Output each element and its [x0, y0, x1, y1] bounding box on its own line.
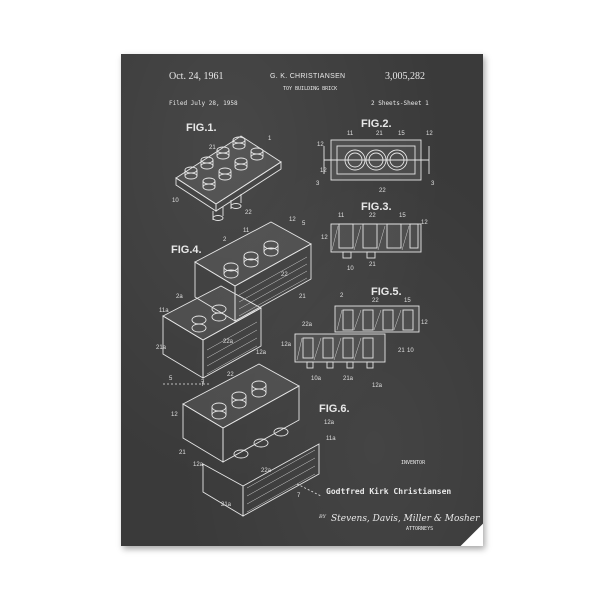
fig2-callout: 3: [316, 181, 320, 187]
patent-sheet-count: 2 Sheets-Sheet 1: [371, 100, 429, 107]
fig4-callout: 21: [299, 294, 306, 300]
fig3-callout: 22: [369, 213, 376, 219]
fig6-callout: 7: [201, 382, 205, 388]
patent-poster: Oct. 24, 1961 G. K. CHRISTIANSEN 3,005,2…: [121, 54, 483, 546]
fig4-callout: 11: [243, 228, 250, 234]
fig5-callout: 2: [340, 293, 344, 299]
fig5-callout: 12a: [372, 383, 383, 389]
fig2-callout: 21: [376, 131, 383, 137]
fig6-callout: 11a: [326, 436, 336, 442]
fig4-lower-brick: [162, 285, 262, 385]
fig6-callout: 21: [179, 450, 186, 456]
fig6-callout: 22: [227, 372, 234, 378]
fig2-callout: 22: [379, 188, 386, 194]
fig3-brick-section: [330, 223, 422, 259]
fig6-callout: 12: [171, 412, 178, 418]
fig3-callout: 15: [399, 213, 406, 219]
fig1-callout: 21: [209, 145, 216, 151]
patent-inventor-header: G. K. CHRISTIANSEN: [270, 73, 346, 80]
fig2-callout: 12: [426, 131, 433, 137]
fig2-callout: 12: [317, 142, 324, 148]
fig4-upper-brick: [194, 221, 312, 322]
fig4-callout: 2a: [176, 294, 183, 300]
fig5-callout: 21: [398, 348, 405, 354]
fig1-brick-plate: [175, 135, 282, 221]
fig6-callout: 12a: [324, 420, 335, 426]
fig2-callout: 3: [431, 181, 435, 187]
fig3-callout: 12: [321, 235, 328, 241]
fig1-label: FIG.1.: [186, 122, 217, 134]
fig2-callout: 11: [347, 131, 354, 137]
fig4-callout: 7: [201, 380, 205, 386]
fig6-lower-brick: [202, 427, 322, 517]
fig2-brick-plan: [323, 139, 430, 181]
fig4-callout: 2: [223, 237, 227, 243]
fig5-callout: 10: [407, 348, 414, 354]
patent-date: Oct. 24, 1961: [169, 71, 224, 82]
fig4-callout: 22a: [223, 339, 234, 345]
patent-drawing: FIG.1.: [156, 118, 435, 517]
fig1-callout: 1: [268, 136, 272, 142]
by-label: BY: [319, 514, 326, 520]
fig1-callout: 10: [172, 198, 179, 204]
fig6-callout: 12a: [193, 462, 204, 468]
fig3-callout: 12: [421, 220, 428, 226]
fig2-label: FIG.2.: [361, 118, 392, 130]
fig5-label: FIG.5.: [371, 286, 402, 298]
attorneys-label: ATTORNEYS: [406, 526, 434, 532]
fig3-callout: 10: [347, 266, 354, 272]
fig5-stacked-section: [294, 305, 420, 369]
fig3-label: FIG.3.: [361, 201, 392, 213]
fig4-callout: 12: [289, 217, 296, 223]
fig3-callout: 21: [369, 262, 376, 268]
fig2-callout: 15: [398, 131, 405, 137]
fig6-upper-brick: [182, 363, 300, 463]
fig5-callout: 21a: [343, 376, 354, 382]
fig6-callout: 21a: [221, 502, 232, 508]
fig5-callout: 12a: [281, 342, 292, 348]
fig6-callout: 22a: [261, 468, 272, 474]
fig5-callout: 12: [421, 320, 428, 326]
fig4-callout: 5: [302, 221, 306, 227]
patent-subtitle: TOY BUILDING BRICK: [283, 86, 338, 92]
patent-number: 3,005,282: [385, 71, 425, 82]
fig4-label: FIG.4.: [171, 244, 202, 256]
fig4-callout: 11a: [159, 308, 169, 314]
inventor-name: Godtfred Kirk Christiansen: [326, 487, 452, 496]
fig4-callout: 12a: [256, 350, 267, 356]
patent-filed-date: Filed July 28, 1958: [169, 100, 238, 107]
fig1-callout: 22: [245, 210, 252, 216]
fig5-callout: 22: [372, 298, 379, 304]
fig5-callout: 15: [404, 298, 411, 304]
fig3-callout: 11: [338, 213, 345, 219]
fig4-callout: 21a: [156, 345, 167, 351]
fig5-callout: 10a: [311, 376, 322, 382]
inventor-label: INVENTOR: [401, 460, 426, 466]
fig6-label: FIG.6.: [319, 403, 350, 415]
fig4-callout: 5: [169, 376, 173, 382]
attorney-signature: Stevens, Davis, Miller & Mosher: [331, 514, 480, 524]
fig5-callout: 22a: [302, 322, 313, 328]
fig2-callout: 12: [320, 168, 327, 174]
fig4-callout: 22: [281, 272, 288, 278]
fig6-callout: 7: [297, 493, 301, 499]
